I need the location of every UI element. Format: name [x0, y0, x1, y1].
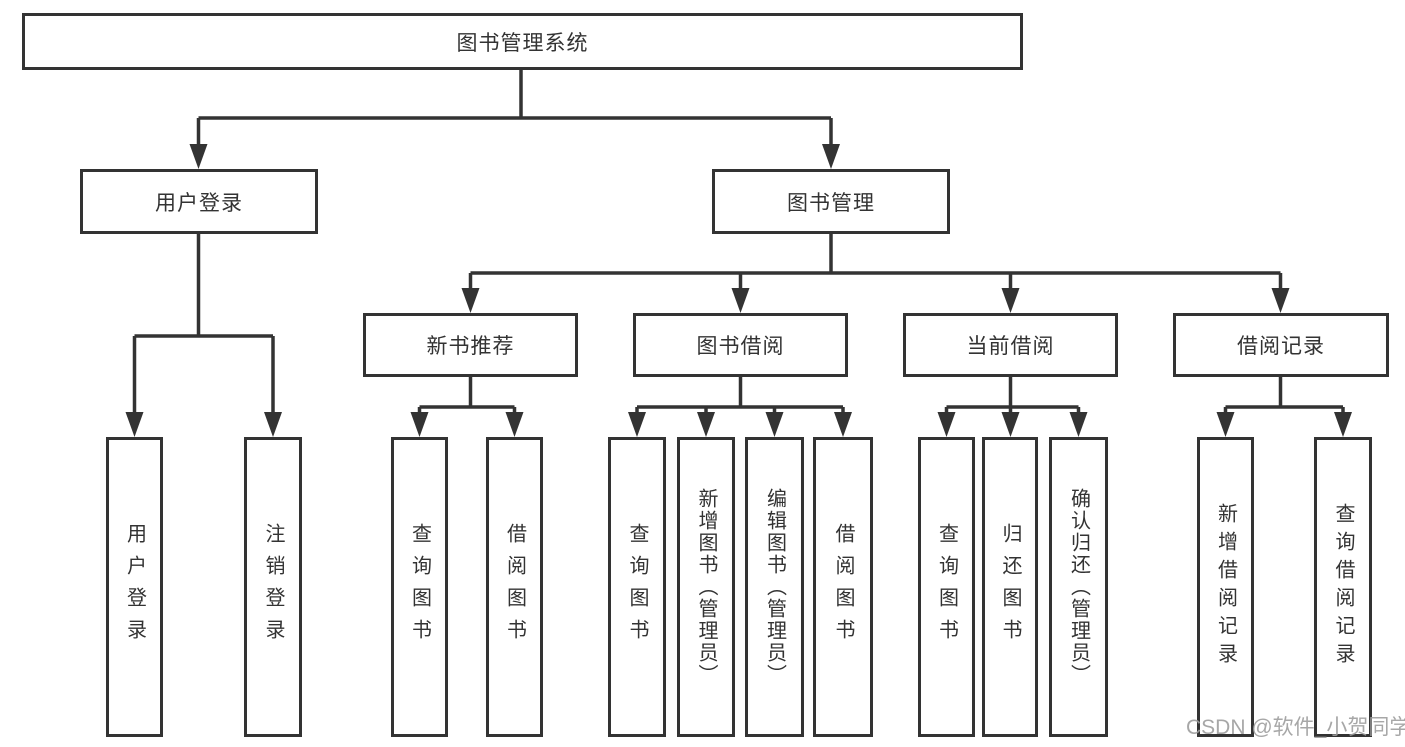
node-borrowing-records: 借阅记录: [1173, 313, 1389, 377]
connector-borrowing-to-leaves: [635, 376, 845, 415]
csdn-watermark: CSDN @软件_小贺同学: [1186, 716, 1405, 739]
node-label: 借阅记录: [1237, 335, 1325, 358]
arrow-icon: [461, 288, 480, 313]
node-label: 查询图书: [626, 523, 648, 651]
connector-root-to-level2: [196, 69, 833, 146]
node-leaf-add-borrow-record: 新增借阅记录: [1197, 437, 1254, 737]
arrow-icon: [697, 412, 715, 437]
arrow-icon: [731, 288, 750, 313]
connector-records-to-leaves: [1223, 376, 1345, 415]
node-leaf-query-books-recommend: 查询图书: [391, 437, 448, 737]
node-label: 归还图书: [999, 523, 1021, 651]
arrow-icon: [822, 144, 840, 169]
arrow-icon: [1334, 412, 1352, 437]
node-book-management: 图书管理: [712, 169, 950, 234]
node-label: 用户登录: [155, 191, 243, 215]
node-label: 图书管理: [787, 191, 875, 215]
node-new-book-recommend: 新书推荐: [363, 313, 578, 377]
node-label: 新书推荐: [426, 335, 515, 358]
node-leaf-query-books-borrowing: 查询图书: [608, 437, 666, 737]
node-label: 图书管理系统: [456, 31, 589, 55]
node-leaf-query-borrow-record: 查询借阅记录: [1314, 437, 1372, 737]
node-leaf-confirm-return-admin: 确认归还（管理员）: [1049, 437, 1108, 737]
node-leaf-edit-books-admin: 编辑图书（管理员）: [745, 437, 804, 737]
node-current-borrowing: 当前借阅: [903, 313, 1118, 377]
node-leaf-query-books-current: 查询图书: [918, 437, 975, 737]
node-leaf-borrow-books-recommend: 借阅图书: [486, 437, 543, 737]
arrow-icon: [410, 412, 429, 437]
arrow-icon: [834, 412, 852, 437]
arrow-icon: [765, 412, 784, 437]
node-label: 查询图书: [408, 523, 431, 651]
arrow-icon: [1069, 412, 1088, 437]
node-label: 确认归还（管理员）: [1067, 488, 1090, 686]
node-label: 新增图书（管理员）: [695, 488, 717, 686]
connector-newbook-to-leaves: [417, 376, 517, 415]
node-user-login: 用户登录: [80, 169, 318, 234]
node-label: 新增借阅记录: [1214, 503, 1237, 671]
arrow-icon: [1216, 412, 1235, 437]
node-label: 编辑图书（管理员）: [763, 488, 786, 686]
arrow-icon: [628, 412, 646, 437]
node-label: 查询借阅记录: [1332, 503, 1354, 671]
arrow-icon: [1001, 288, 1020, 313]
node-label: 借阅图书: [832, 523, 854, 651]
node-label: 查询图书: [935, 523, 958, 651]
connector-bookmgmt-to-level3: [468, 234, 1283, 291]
node-label: 图书借阅: [696, 335, 785, 358]
arrow-icon: [264, 412, 282, 437]
connector-current-to-leaves: [944, 376, 1081, 415]
node-book-borrowing: 图书借阅: [633, 313, 848, 377]
node-label: 用户登录: [123, 523, 146, 651]
node-leaf-return-books: 归还图书: [982, 437, 1038, 737]
node-label: 当前借阅: [966, 335, 1055, 358]
node-leaf-borrow-books: 借阅图书: [813, 437, 873, 737]
arrow-icon: [1271, 288, 1290, 313]
node-leaf-user-login: 用户登录: [106, 437, 163, 737]
arrow-icon: [125, 412, 144, 437]
arrow-icon: [505, 412, 524, 437]
connector-userlogin-to-leaves: [132, 233, 275, 414]
arrow-icon: [1001, 412, 1020, 437]
arrow-icon: [937, 412, 956, 437]
node-label: 注销登录: [262, 523, 284, 651]
node-leaf-add-books-admin: 新增图书（管理员）: [677, 437, 735, 737]
node-leaf-logout: 注销登录: [244, 437, 302, 737]
arrow-icon: [189, 144, 208, 169]
node-root-system: 图书管理系统: [22, 13, 1023, 70]
node-label: 借阅图书: [503, 523, 526, 651]
